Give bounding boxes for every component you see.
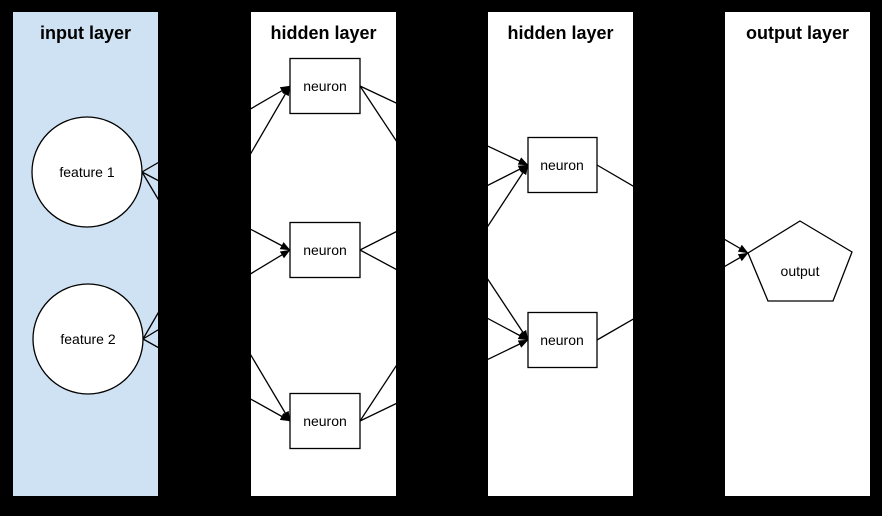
hidden1-neuron1-label: neuron [303, 78, 347, 94]
hidden1-neuron2-node [289, 221, 361, 279]
input-layer-title: input layer [40, 23, 131, 43]
connector-group [141, 85, 749, 422]
output-node [747, 220, 853, 302]
hidden-layer-1-title: hidden layer [270, 23, 376, 43]
hidden1-neuron3-label: neuron [303, 413, 347, 429]
hidden-layer-2-title: hidden layer [507, 23, 613, 43]
output-layer-title: output layer [746, 23, 849, 43]
hidden2-neuron2-node [527, 311, 598, 369]
hidden-layer-2-panel [488, 12, 633, 496]
hidden1-neuron2-label: neuron [303, 242, 347, 258]
input-layer-panel [13, 12, 158, 496]
hidden1-neuron1-node [289, 57, 361, 115]
feature1-label: feature 1 [59, 164, 114, 180]
output-label: output [781, 263, 820, 279]
feature2-label: feature 2 [60, 331, 115, 347]
feature1-node [31, 116, 143, 228]
hidden1-neuron3-node [289, 392, 361, 450]
hidden2-neuron1-label: neuron [540, 157, 584, 173]
feature2-node [32, 283, 144, 395]
hidden2-neuron2-label: neuron [540, 332, 584, 348]
hidden2-neuron1-node [527, 136, 598, 194]
